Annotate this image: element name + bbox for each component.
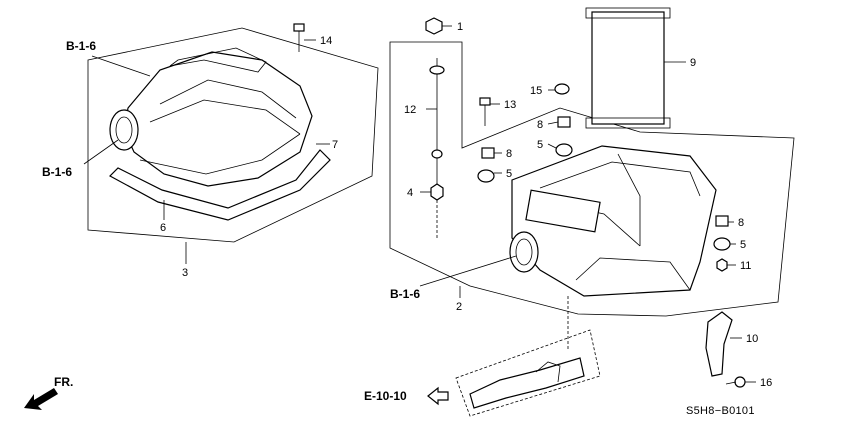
callout-13: 13 (504, 99, 516, 111)
callout-8a: 8 (537, 119, 543, 131)
cover-intake-outer (109, 109, 139, 151)
callout-4: 4 (407, 187, 413, 199)
cover-intake-inner (115, 116, 133, 144)
nut-11-shape (716, 258, 728, 272)
callout-10: 10 (746, 333, 758, 345)
case-intake-inner (515, 238, 533, 266)
ref-b16-bottom: B-1-6 (390, 287, 420, 301)
callout-8c: 8 (738, 217, 744, 229)
reference-labels: B-1-6 B-1-6 B-1-6 E-10-10 (42, 39, 449, 406)
callout-8b: 8 (506, 148, 512, 160)
case-rim (539, 161, 701, 197)
callout-11: 11 (740, 260, 751, 272)
front-label: FR. (54, 375, 73, 389)
filter-bottom-cap (585, 117, 671, 129)
callout-5c: 5 (740, 239, 746, 251)
bolt-13-head (479, 97, 491, 106)
cover-ridge-line (159, 79, 297, 119)
callout-2: 2 (456, 301, 462, 313)
callout-3: 3 (182, 267, 188, 279)
grommet-5a (555, 143, 573, 157)
case-intake-outer (509, 231, 539, 273)
cover-gasket (109, 149, 331, 221)
grommet-5b (477, 169, 495, 183)
nut-4-shape (430, 183, 444, 201)
grommet-15 (554, 83, 570, 95)
ref-arrow-icon (427, 386, 449, 406)
callout-16: 16 (760, 377, 772, 389)
callout-14: 14 (320, 35, 332, 47)
callout-15: 15 (530, 85, 542, 97)
small-hardware (477, 83, 731, 272)
nut-1-shape (425, 17, 443, 35)
case-inner-wall (617, 153, 641, 246)
bolt-14-head (293, 23, 305, 32)
case-assembly-group (389, 41, 795, 350)
cover-lower-edge (139, 133, 301, 175)
callout-6: 6 (160, 222, 166, 234)
callout-1: 1 (457, 21, 463, 33)
bracket-10-group (705, 311, 746, 388)
front-indicator: FR. (24, 375, 73, 410)
callout-5a: 5 (537, 139, 543, 151)
filter-top-cap (585, 7, 671, 19)
callout-9: 9 (690, 57, 696, 69)
front-arrow-icon (24, 388, 58, 410)
case-resonator-box (525, 189, 601, 233)
rod-12-top-washer (429, 65, 445, 75)
bracket-10-shape (705, 311, 733, 377)
diagram-code: S5H8−B0101 (686, 405, 755, 417)
ref-e1010: E-10-10 (364, 389, 407, 403)
ref-b16-top: B-1-6 (66, 39, 96, 53)
case-rod-group (425, 17, 445, 238)
bolt-16-head (734, 376, 746, 388)
mount-bracket (469, 357, 585, 409)
bracket-tab (535, 361, 561, 383)
collar-8a (557, 116, 571, 128)
collar-8c (715, 215, 729, 227)
callout-5b: 5 (506, 168, 512, 180)
grommet-5c (713, 237, 731, 251)
callout-12: 12 (404, 104, 416, 116)
leader-lines (83, 25, 756, 383)
cover-ridge-line-2 (149, 99, 301, 135)
bolt-16-shank (725, 381, 737, 385)
rod-12-collar (431, 149, 443, 159)
collar-8b (481, 147, 495, 159)
callout-7: 7 (332, 139, 338, 151)
case-bottom-edge (575, 257, 691, 291)
case-group-outline (389, 41, 795, 317)
ref-b16-left: B-1-6 (42, 165, 72, 179)
air-cleaner-cover (123, 51, 313, 187)
mount-bracket-group (455, 329, 601, 417)
callout-labels: 1 2 3 4 5 5 5 6 7 8 8 8 9 10 11 12 13 14… (160, 21, 772, 389)
air-filter-element (585, 7, 671, 129)
cover-top-duct (169, 47, 267, 73)
cover-assembly-group (87, 23, 379, 243)
filter-body (591, 11, 665, 125)
cover-group-outline (87, 27, 379, 243)
